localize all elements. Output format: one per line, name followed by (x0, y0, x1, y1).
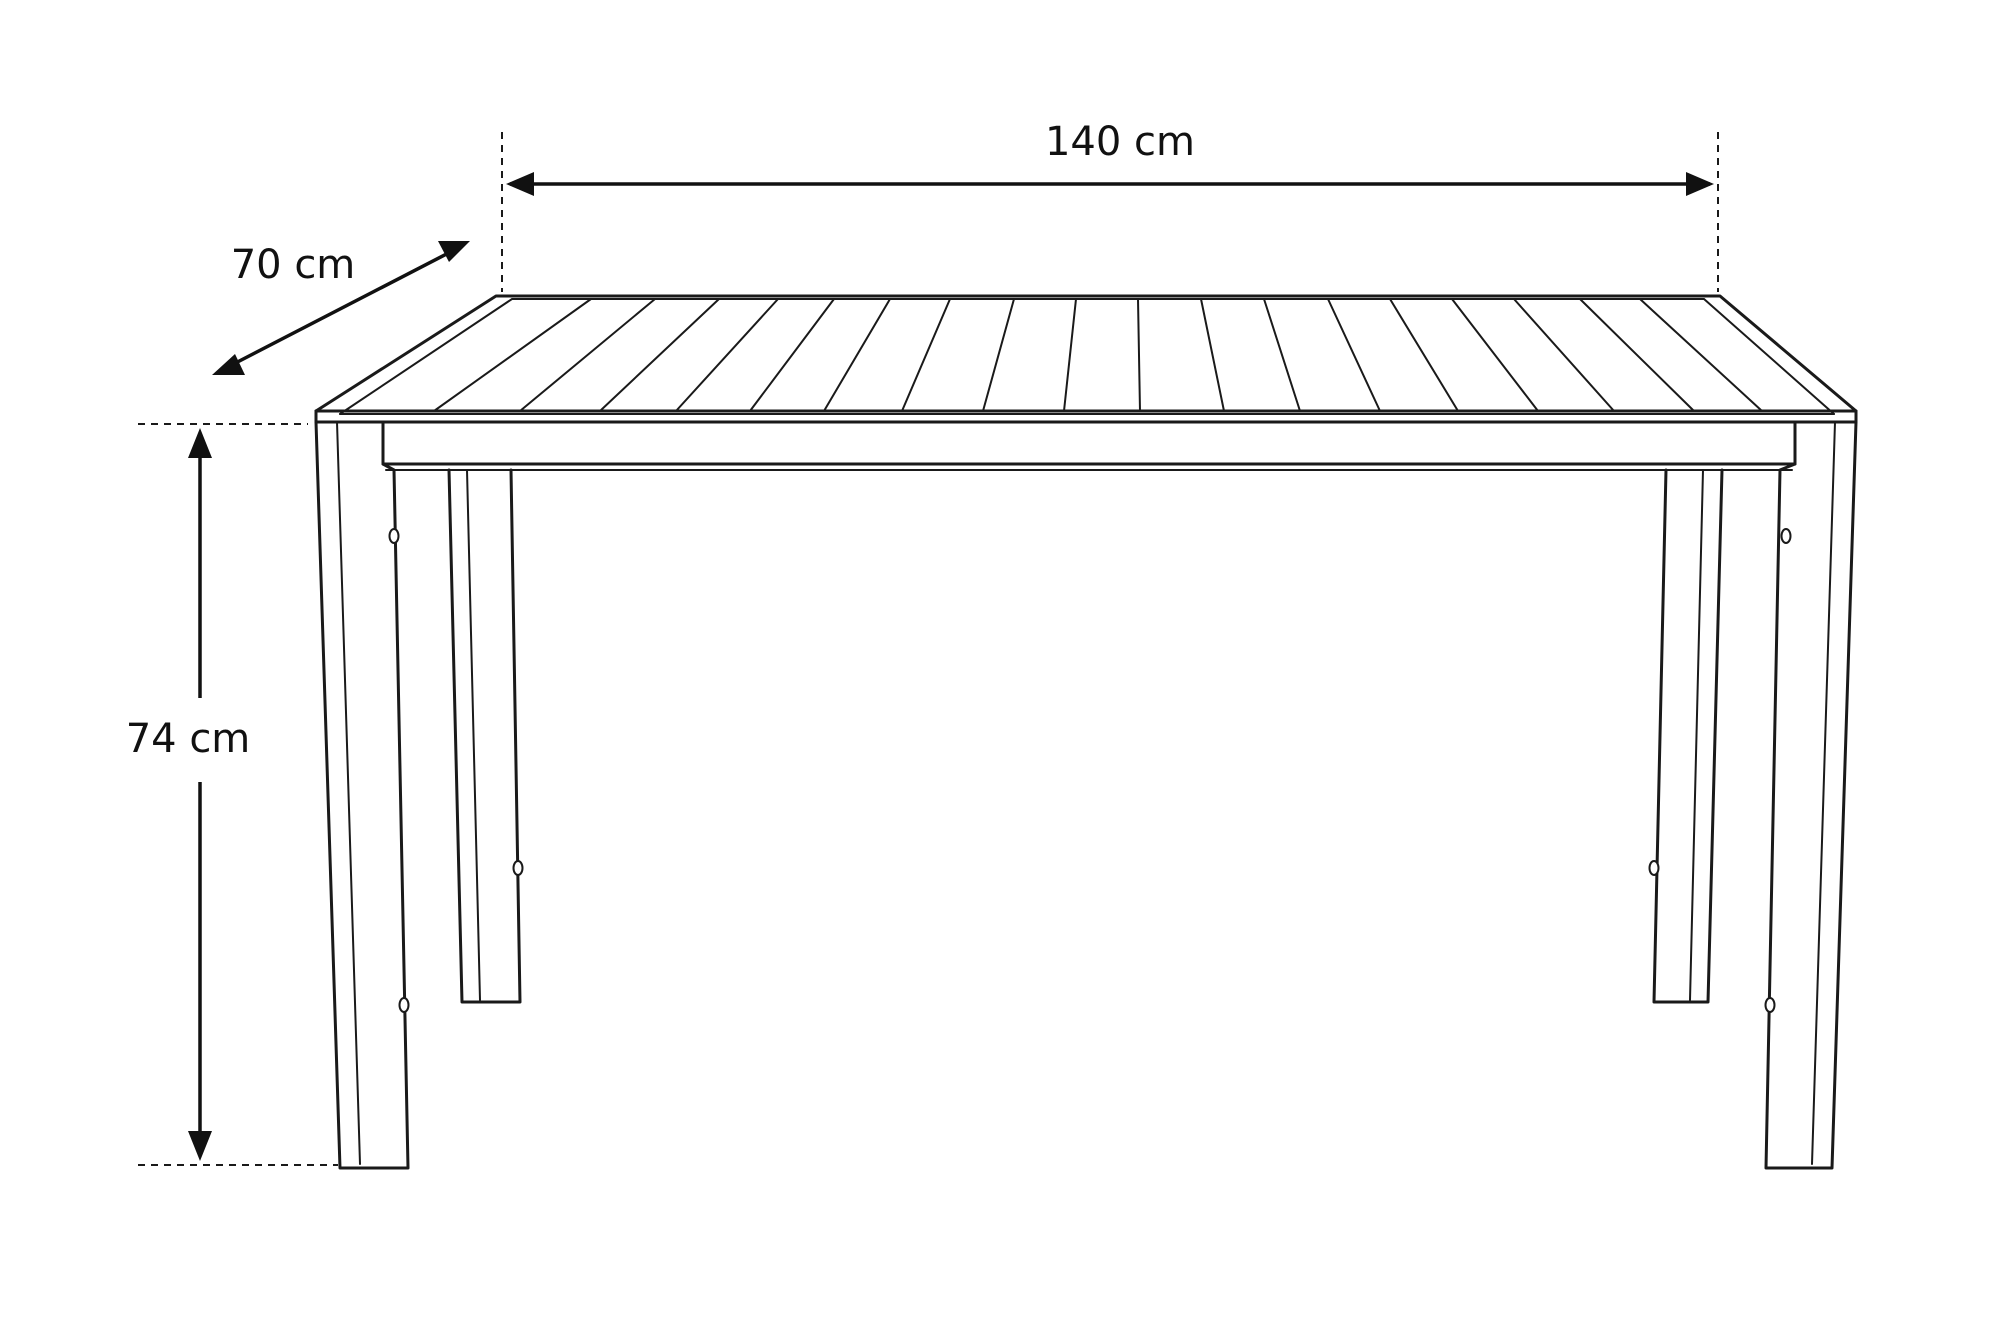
length-arrow-head-left (506, 172, 534, 196)
tabletop-inner-border (339, 298, 1835, 415)
leg-inner-edge (336, 421, 361, 1165)
leg-inner-edge (466, 469, 481, 1001)
slat (823, 298, 891, 412)
slat (1200, 298, 1225, 412)
slat (901, 298, 951, 412)
slat (1137, 298, 1141, 412)
slat (599, 298, 720, 412)
leg-inner-edge (1689, 469, 1704, 1001)
depth-arrow-head-bottom (212, 354, 245, 375)
length-dimension: 140 cm (501, 119, 1719, 292)
bolt (1648, 860, 1660, 876)
leg-back-face (382, 463, 395, 471)
bolt (1764, 997, 1776, 1013)
leg-outline (314, 409, 410, 1170)
leg-inner-edge (1811, 421, 1836, 1165)
height-arrow-head-top (188, 428, 212, 458)
tabletop-front-edge (314, 409, 1858, 424)
tabletop-outline (314, 294, 1858, 413)
slat (1063, 298, 1077, 412)
slat (1451, 298, 1539, 412)
table-drawing (314, 294, 1858, 1170)
depth-label: 70 cm (231, 242, 356, 288)
height-label: 74 cm (126, 716, 251, 762)
depth-arrow-head-top (438, 241, 470, 262)
slat (1513, 298, 1615, 412)
back-right-leg (1648, 468, 1724, 1004)
slat (1327, 298, 1381, 412)
slat (433, 298, 592, 412)
slat (1639, 298, 1763, 412)
leg-outline (1764, 420, 1858, 1170)
bolt (512, 860, 524, 876)
slat (749, 298, 835, 412)
depth-dimension: 70 cm (212, 241, 470, 375)
length-label: 140 cm (1045, 119, 1195, 165)
front-left-leg (314, 409, 410, 1170)
leg-outline (447, 468, 522, 1004)
slat (1389, 298, 1459, 412)
slat (1263, 298, 1301, 412)
height-dimension: 74 cm (126, 423, 338, 1166)
slat (675, 298, 779, 412)
length-arrow-head-right (1686, 172, 1714, 196)
bolt (388, 528, 400, 544)
slat (982, 298, 1015, 412)
front-right-leg (1764, 420, 1858, 1170)
height-arrow-head-bottom (188, 1131, 212, 1161)
tabletop-slats (433, 298, 1763, 412)
slat (519, 298, 656, 412)
leg-outline (1652, 468, 1724, 1004)
slat (1579, 298, 1695, 412)
bolt (398, 997, 410, 1013)
back-left-leg (447, 468, 524, 1004)
depth-arrow-line (221, 244, 463, 372)
bolt (1780, 528, 1792, 544)
